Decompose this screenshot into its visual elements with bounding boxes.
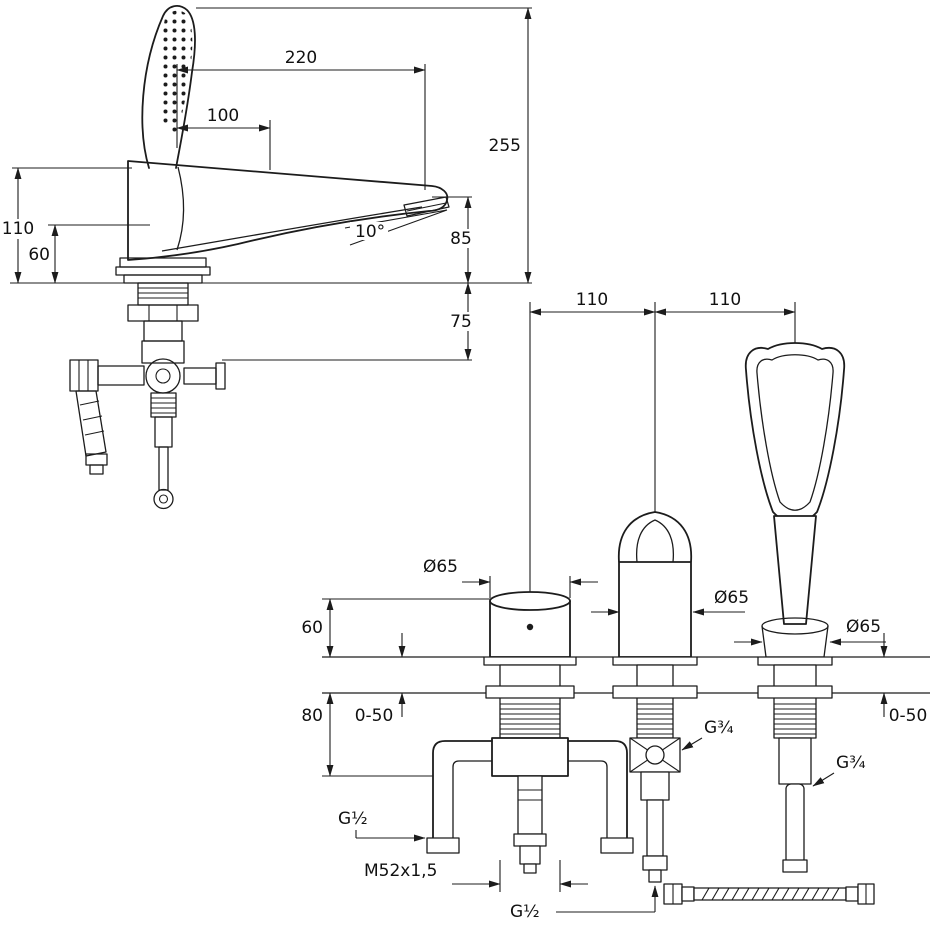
dim-label-m52: M52x1,5: [364, 861, 437, 881]
locknut: [612, 685, 698, 699]
dim-label-85: 85: [450, 229, 472, 249]
dim-label-g34-spout: G¾: [704, 718, 734, 738]
dim-label-g12-left: G½: [338, 809, 368, 829]
hand-shower-unit: [744, 342, 846, 873]
dim-label-deck-range-right: 0-50: [889, 706, 928, 726]
dim-label-60-side: 60: [28, 245, 50, 265]
shower-holder: [761, 625, 829, 658]
mixer-body: [491, 737, 569, 777]
locknut: [485, 685, 575, 699]
shower-head-spray-face: [756, 354, 834, 511]
dim-label-angle: 10°: [355, 222, 385, 242]
dim-label-255: 255: [489, 136, 521, 156]
faucet-spout: [127, 160, 450, 261]
dim-label-75: 75: [450, 312, 472, 332]
dim-label-g12-bottom: G½: [510, 902, 540, 922]
flex-hose-left: [75, 390, 107, 457]
front-view-dimensions: 110 110 Ø65 Ø65 Ø65 60 80: [301, 290, 927, 922]
dim-label-100: 100: [207, 106, 239, 126]
locknut: [757, 685, 833, 699]
side-view: 220 100 255 110 60 85: [2, 5, 532, 510]
mixer-handle-unit: [426, 591, 634, 874]
dim-label-220: 220: [285, 48, 317, 68]
dim-label-60-front: 60: [301, 618, 323, 638]
shower-handle: [773, 515, 817, 625]
side-view-dimensions: 220 100 255 110 60 85: [2, 7, 532, 361]
shower-head-outline: [744, 342, 846, 525]
faucet-base: [115, 257, 211, 284]
dim-label-110-side: 110: [2, 219, 34, 239]
dim-label-g34-shower: G¾: [836, 753, 866, 773]
faucet-handle: [141, 5, 196, 169]
pull-ring: [153, 488, 174, 510]
shower-hose: [663, 883, 875, 905]
aerator: [403, 196, 450, 217]
dim-label-dia65-handle: Ø65: [423, 557, 458, 577]
check-valve-body: [145, 358, 181, 394]
front-view: 110 110 Ø65 Ø65 Ø65 60 80: [301, 290, 930, 922]
dim-label-deck-range-left: 0-50: [355, 706, 394, 726]
dim-label-110-left: 110: [576, 290, 608, 310]
handle-indicator-dot: [526, 623, 534, 631]
dim-label-110-right: 110: [709, 290, 741, 310]
handle-grip-dots: [158, 10, 193, 136]
spout-unit: [612, 511, 698, 883]
handle-top: [489, 591, 571, 611]
dim-label-dia65-shower: Ø65: [846, 617, 881, 637]
faucet-underdeck-assembly: [69, 282, 226, 510]
dim-label-80: 80: [301, 706, 323, 726]
dim-label-dia65-spout: Ø65: [714, 588, 749, 608]
